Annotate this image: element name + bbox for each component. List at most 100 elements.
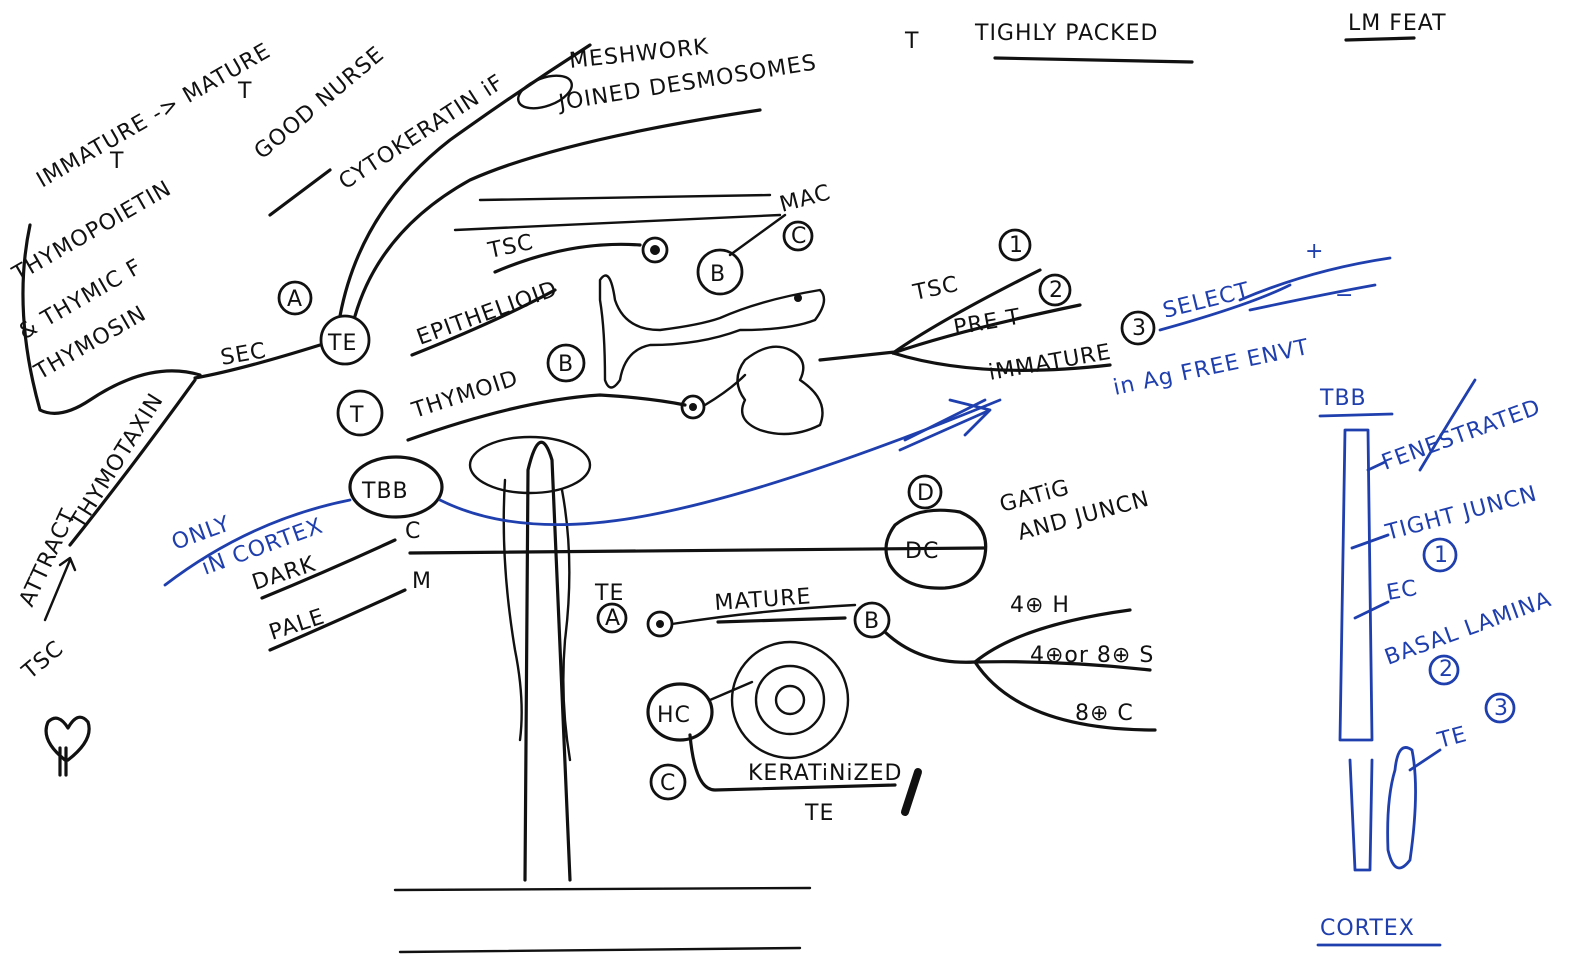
meshwork-label: MESHWORK (568, 34, 710, 74)
tight-t-label: T (904, 29, 919, 54)
te-circle (319, 314, 371, 366)
bl-num-label: 2 (1439, 657, 1454, 682)
tsc-top-line (493, 242, 642, 274)
fenestrated-label: FENESTRATED (1379, 395, 1545, 476)
branch-immature (891, 351, 1112, 372)
ec-line (1353, 600, 1390, 620)
medulla-c-label: C (660, 771, 676, 796)
hassall-ring-outer (730, 640, 850, 760)
epithelial-reticular-cell (598, 274, 826, 389)
tsc-top-nucleus (650, 245, 660, 255)
select-line (1158, 283, 1292, 332)
lm-feat-underline (1344, 36, 1416, 42)
thymoid-to-mac-line (703, 373, 747, 407)
n2-label: 2 (1049, 278, 1064, 303)
differentiation-branches: TSC 1 PRE T 2 iMMATURE 3 SELECT + − in A… (891, 228, 1392, 401)
lm-feat-label: LM FEAT (1348, 11, 1447, 36)
n1-label: 1 (1009, 233, 1024, 258)
cortex-cells: T TSC EPITHELIOID B MAC C THYMOID B (336, 180, 897, 442)
thymotaxin-label: THYMOTAXIN (65, 389, 169, 534)
tbb-ellipse (348, 455, 444, 519)
hassall-ring-inner (774, 684, 806, 716)
thymopoietin-label: THYMOPOIETIN (8, 176, 176, 288)
tsc-arrow (43, 556, 77, 622)
te-to-keratin-line (338, 43, 592, 318)
b-circle-cell (696, 248, 744, 296)
plus-label: + (1305, 239, 1324, 264)
n3-label: 3 (1132, 316, 1147, 341)
n1-circle (998, 228, 1032, 262)
branch-cd4or8 (973, 660, 1152, 672)
t-label: T (349, 403, 364, 428)
a-label: A (287, 287, 303, 312)
te-label: TE (327, 331, 357, 356)
tbb-panel-vessel (1338, 428, 1374, 742)
immature-t-label: T (109, 149, 124, 174)
cortex-label: CORTEX (1320, 916, 1415, 941)
cd4or8-label: 4⊕or 8⊕ S (1030, 643, 1154, 668)
branch-cd4 (973, 608, 1132, 664)
tbb-vessel-ellipse (468, 435, 592, 495)
mac-line (728, 213, 787, 257)
medulla-cell-nucleus (656, 620, 664, 628)
medulla-a-circle (596, 602, 628, 634)
te-to-meshwork-line (353, 108, 762, 318)
sec-branch-line (193, 343, 322, 380)
thymoid-nucleus (689, 403, 697, 411)
epithelial-nucleus (794, 294, 802, 302)
tbb-te-line (1408, 748, 1442, 772)
b-mid-circle (546, 343, 586, 383)
minus-label: − (1335, 283, 1354, 308)
medulla-b-circle (853, 601, 891, 639)
hc-to-ring (708, 680, 754, 702)
mature-label: MATURE (714, 584, 813, 616)
branch-tsc (891, 268, 1042, 355)
septum (523, 440, 572, 882)
keratinized-mark (901, 768, 922, 816)
tsc-left-label: TSC (17, 636, 69, 685)
medulla-te-label: TE (594, 581, 624, 606)
capsule-line-top2 (453, 213, 782, 232)
attract-label: ATTRACT (15, 505, 82, 610)
tight-junc-label: TIGHT JUNCN (1382, 481, 1540, 546)
tightly-packed-label: TIGHLY PACKED (974, 21, 1158, 46)
epithelioid-line (410, 288, 557, 357)
only-cortex-blue-line (163, 498, 352, 587)
n3-circle (1120, 310, 1156, 346)
epithelioid-label: EPITHELIOID (414, 277, 562, 351)
medulla-region: TE A MATURE B 4⊕ H 4⊕or 8⊕ S 8⊕ C HC C K… (594, 581, 1157, 826)
select-plus-branch (1238, 256, 1392, 302)
d-circle (907, 474, 943, 510)
cd4-label: 4⊕ H (1010, 593, 1070, 618)
thymoid-label: THYMOID (408, 366, 521, 424)
good-nurse-underline (268, 168, 332, 217)
te-num-circle (1484, 692, 1516, 724)
mac-label: MAC (777, 180, 834, 218)
dc-label: DC (905, 539, 939, 564)
tbb-panel-te-cell (1386, 746, 1417, 870)
bottom-line-1 (393, 886, 812, 892)
d-label: D (917, 481, 935, 506)
thymotaxin-line (68, 378, 197, 547)
medulla-a-label: A (605, 606, 621, 631)
septum-cell-1 (502, 478, 523, 742)
ec-num-label: 1 (1434, 543, 1449, 568)
medulla-b-label: B (864, 609, 880, 634)
tsc-top-cell (641, 236, 669, 264)
branch-pret (891, 303, 1082, 355)
dark-line (260, 538, 397, 600)
keratinized-line (688, 733, 897, 792)
c-label: C (405, 519, 421, 544)
t-circle (336, 389, 384, 437)
hassall-ring-mid (754, 664, 826, 736)
a-circle (277, 280, 313, 316)
capsule-line-top (478, 193, 772, 202)
macrophage-shape (736, 345, 824, 436)
b-mid-label: B (558, 352, 574, 377)
tbb-panel-title: TBB (1319, 386, 1367, 411)
lobule-frame (393, 193, 987, 954)
tightly-packed-underline (993, 56, 1194, 64)
mature-t-label: T (237, 79, 252, 104)
te-num-label: 3 (1494, 696, 1509, 721)
